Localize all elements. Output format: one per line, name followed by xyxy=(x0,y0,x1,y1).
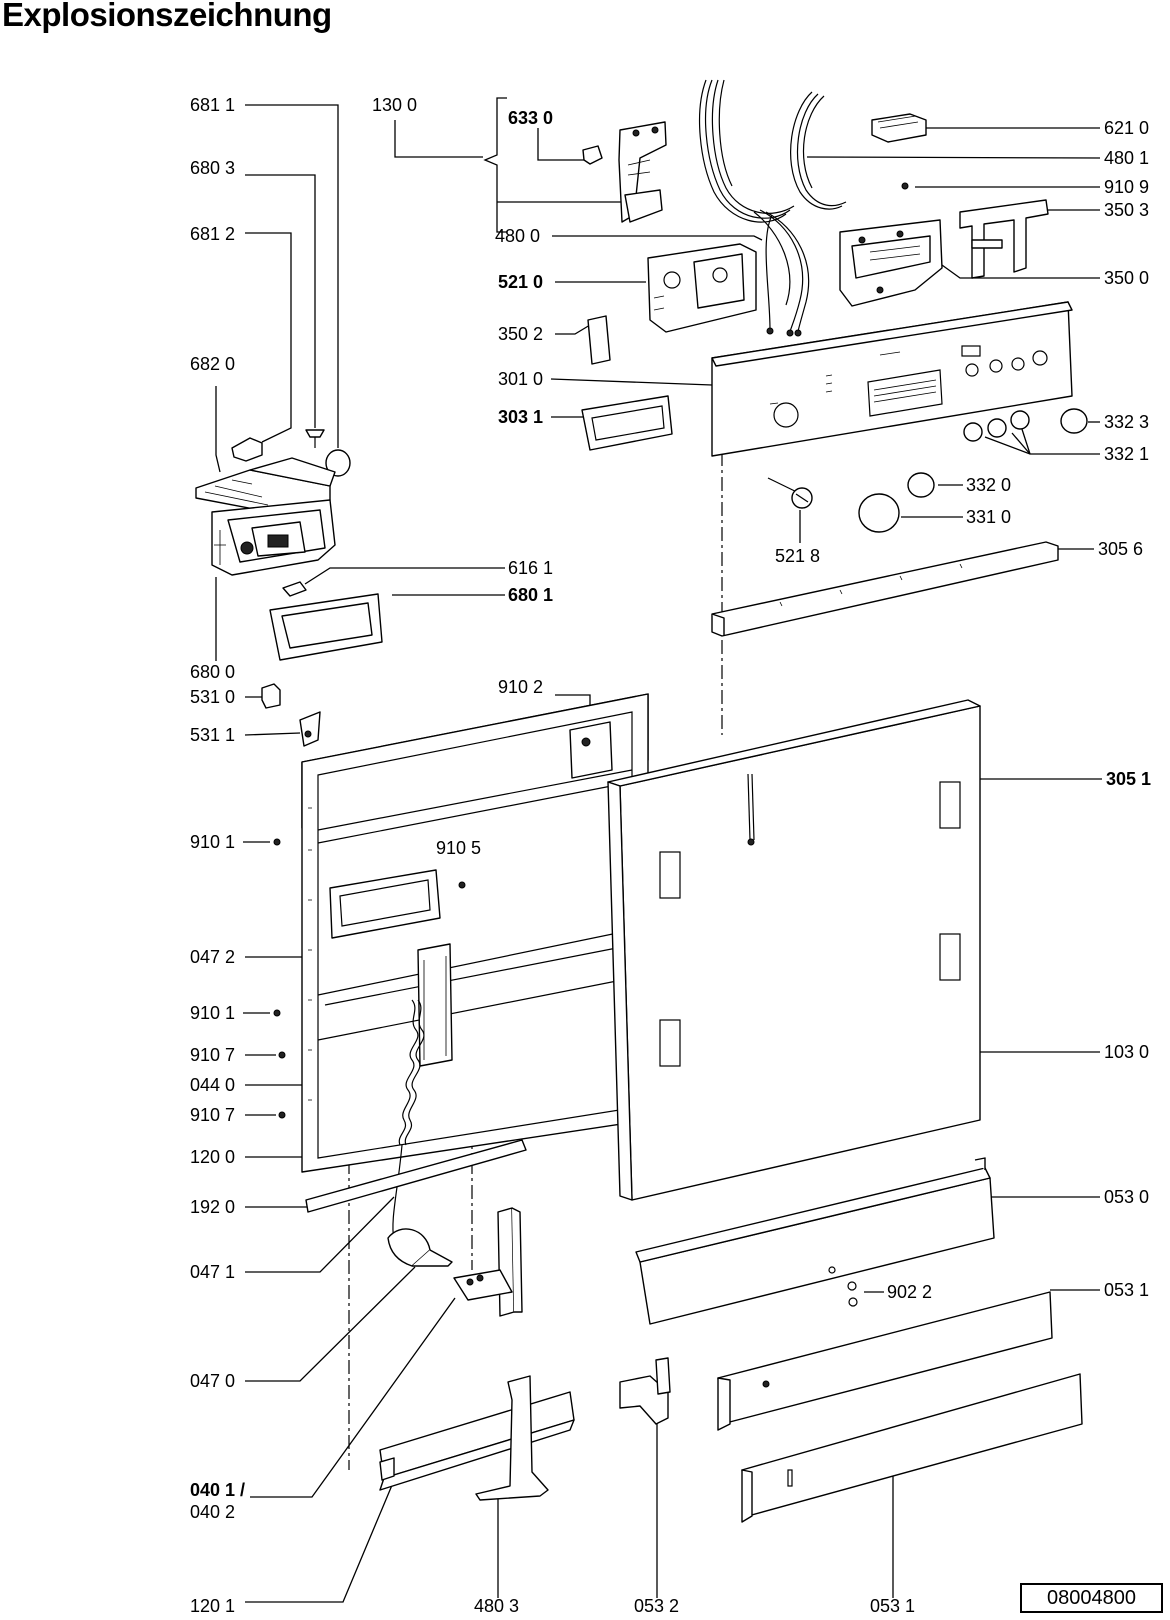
top-trim-rail-part xyxy=(711,541,1059,637)
wiring-harness-part xyxy=(698,79,847,337)
pin-part xyxy=(305,429,325,448)
parts xyxy=(195,79,1088,1523)
part-label: 120 0 xyxy=(190,1147,235,1167)
part-label: 910 9 xyxy=(1104,177,1149,197)
round-seal-part xyxy=(325,449,351,477)
part-label: 616 1 xyxy=(508,558,553,578)
part-label: 910 5 xyxy=(436,838,481,858)
part-label: 044 0 xyxy=(190,1075,235,1095)
part-label: 040 1 / xyxy=(190,1480,245,1500)
part-label: 331 0 xyxy=(966,507,1011,527)
door-handle-part xyxy=(581,395,673,451)
micro-switch-part xyxy=(582,145,603,165)
part-label: 040 2 xyxy=(190,1502,235,1522)
detergent-dispenser-part xyxy=(195,457,336,576)
part-label: 633 0 xyxy=(508,108,553,128)
part-label: 120 1 xyxy=(190,1596,235,1616)
part-label: 303 1 xyxy=(498,407,543,427)
bottom-door-rail-part xyxy=(379,1391,575,1491)
part-label: 902 2 xyxy=(887,1282,932,1302)
part-label: 681 2 xyxy=(190,224,235,244)
connector-part xyxy=(871,113,927,143)
page-title: Explosionszeichnung xyxy=(2,0,332,33)
sealing-strip-part xyxy=(305,1139,527,1213)
part-label: 103 0 xyxy=(1104,1042,1149,1062)
part-label: 682 0 xyxy=(190,354,235,374)
outer-door-panel-part xyxy=(607,699,981,1201)
part-label: 305 6 xyxy=(1098,539,1143,559)
part-label: 480 0 xyxy=(495,226,540,246)
selector-switch-part xyxy=(767,477,813,509)
electronic-module-part xyxy=(647,243,757,333)
part-label: 192 0 xyxy=(190,1197,235,1217)
program-knob-part xyxy=(858,493,900,533)
part-label: 047 2 xyxy=(190,947,235,967)
switch-part xyxy=(261,683,281,709)
corner-bracket-part xyxy=(619,1357,671,1425)
part-label: 053 0 xyxy=(1104,1187,1149,1207)
screws-part xyxy=(273,838,466,1119)
document-number-box: 08004800 xyxy=(1020,1583,1163,1613)
document-number: 08004800 xyxy=(1047,1587,1136,1609)
part-labels: 681 1 130 0 633 0 621 0 480 1 680 3 910 … xyxy=(190,95,1151,1616)
part-label: 910 7 xyxy=(190,1105,235,1125)
part-label: 521 0 xyxy=(498,272,543,292)
control-module-frame-part xyxy=(839,219,943,307)
part-label: 350 0 xyxy=(1104,268,1149,288)
part-label: 910 7 xyxy=(190,1045,235,1065)
part-label: 053 1 xyxy=(1104,1280,1149,1300)
part-label: 681 1 xyxy=(190,95,235,115)
door-spring-part xyxy=(387,999,453,1267)
part-label: 680 1 xyxy=(508,585,553,605)
part-label: 301 0 xyxy=(498,369,543,389)
buttons-part xyxy=(963,408,1088,442)
inner-door-part xyxy=(301,693,649,1173)
latch-part xyxy=(282,581,307,597)
part-label: 680 3 xyxy=(190,158,235,178)
part-label: 130 0 xyxy=(372,95,417,115)
plinth-cover-part xyxy=(635,1157,995,1325)
part-label: 531 0 xyxy=(190,687,235,707)
part-label: 305 1 xyxy=(1106,769,1151,789)
plinth-strip-part xyxy=(717,1291,1053,1431)
part-label: 910 1 xyxy=(190,832,235,852)
part-label: 910 1 xyxy=(190,1003,235,1023)
door-lock-part xyxy=(618,121,667,223)
cable-guide-part xyxy=(475,1375,549,1501)
part-label: 621 0 xyxy=(1104,118,1149,138)
part-label: 680 0 xyxy=(190,662,235,682)
part-label: 332 0 xyxy=(966,475,1011,495)
control-panel-part xyxy=(711,301,1073,457)
bracket-part xyxy=(299,711,321,747)
clip-part xyxy=(231,437,263,462)
part-label: 053 2 xyxy=(634,1596,679,1616)
part-label: 053 1 xyxy=(870,1596,915,1616)
part-label: 531 1 xyxy=(190,725,235,745)
part-label: 521 8 xyxy=(775,546,820,566)
dispenser-gasket-part xyxy=(269,593,383,661)
hinge-bracket-part xyxy=(453,1207,523,1317)
part-label: 332 3 xyxy=(1104,412,1149,432)
part-label: 350 3 xyxy=(1104,200,1149,220)
part-label: 350 2 xyxy=(498,324,543,344)
part-label: 332 1 xyxy=(1104,444,1149,464)
part-label: 480 1 xyxy=(1104,148,1149,168)
bracket-frame-part xyxy=(959,199,1049,279)
long-screw-part xyxy=(747,773,755,846)
cover-cap-part xyxy=(587,315,611,365)
lower-plinth-strip-part xyxy=(741,1373,1083,1523)
single-button-part xyxy=(907,472,935,498)
part-label: 047 0 xyxy=(190,1371,235,1391)
part-label: 480 3 xyxy=(474,1596,519,1616)
part-label: 910 2 xyxy=(498,677,543,697)
part-label: 047 1 xyxy=(190,1262,235,1282)
screw-part xyxy=(901,182,909,190)
plinth-screws-part xyxy=(847,1281,858,1307)
